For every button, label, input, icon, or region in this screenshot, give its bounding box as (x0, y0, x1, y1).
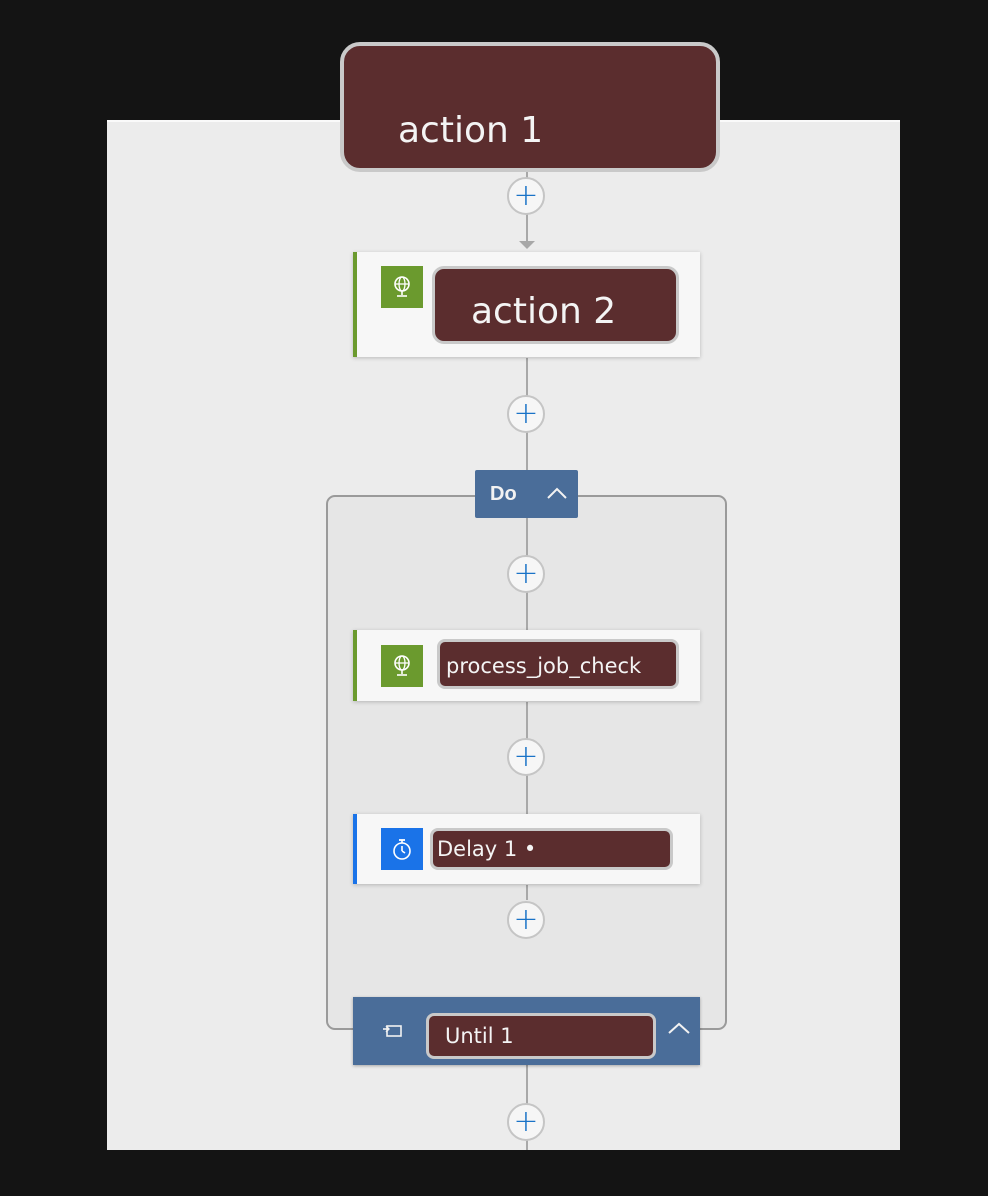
card-accent (353, 630, 357, 701)
plus-icon: + (513, 396, 539, 431)
do-scope-label: Do (490, 482, 517, 505)
connector-line (526, 885, 528, 900)
timer-icon (381, 828, 423, 870)
insert-step-button[interactable]: + (507, 901, 545, 939)
plus-icon: + (513, 1104, 539, 1139)
insert-step-button[interactable]: + (507, 1103, 545, 1141)
card-accent (353, 252, 357, 357)
insert-step-button[interactable]: + (507, 555, 545, 593)
delay-card[interactable]: Delay 1 • (353, 814, 700, 884)
process-job-check-title: process_job_check (446, 654, 642, 678)
process-job-check-card[interactable]: process_job_check (353, 630, 700, 701)
chevron-up-icon[interactable] (667, 1021, 691, 1040)
plus-icon: + (513, 902, 539, 937)
card-accent (353, 814, 357, 884)
delay-title: Delay 1 • (437, 837, 537, 861)
loop-icon (381, 1021, 405, 1046)
globe-icon (381, 645, 423, 687)
until-title-block: Until 1 (426, 1013, 656, 1059)
insert-step-button[interactable]: + (507, 177, 545, 215)
action-2-card[interactable]: action 2 (353, 252, 700, 357)
plus-icon: + (513, 739, 539, 774)
action-2-title-block: action 2 (432, 266, 679, 344)
do-scope-header[interactable]: Do (475, 470, 578, 518)
plus-icon: + (513, 178, 539, 213)
until-title: Until 1 (445, 1024, 514, 1048)
insert-step-button[interactable]: + (507, 395, 545, 433)
insert-step-button[interactable]: + (507, 738, 545, 776)
delay-title-block: Delay 1 • (430, 828, 673, 870)
action-1-title: action 1 (398, 110, 544, 151)
chevron-up-icon[interactable] (546, 486, 568, 505)
action-2-title: action 2 (471, 291, 617, 332)
action-1-card[interactable]: action 1 (340, 42, 720, 172)
globe-icon (381, 266, 423, 308)
plus-icon: + (513, 556, 539, 591)
arrow-down-icon (519, 241, 535, 249)
until-loop-header[interactable]: Until 1 (353, 997, 700, 1065)
process-job-check-title-block: process_job_check (437, 639, 679, 689)
